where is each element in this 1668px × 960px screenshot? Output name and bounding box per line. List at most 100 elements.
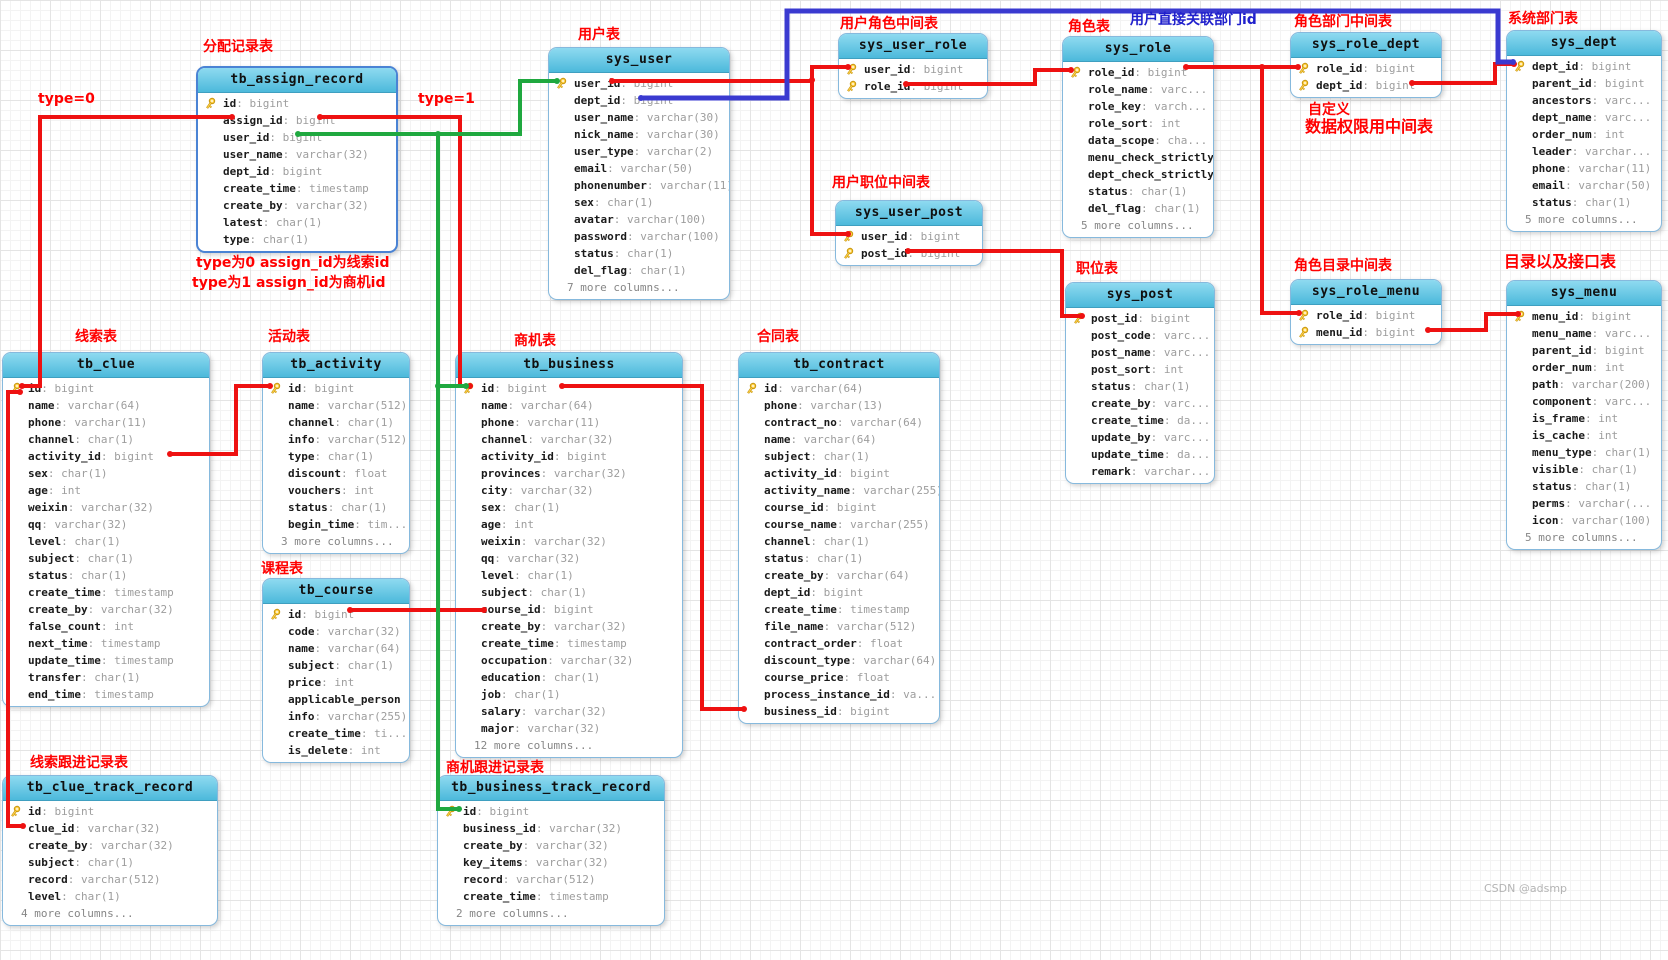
field-tb_business-activity_id: activity_id: bigint <box>456 448 682 465</box>
field-type: : char(1) <box>593 196 654 209</box>
field-name: nick_name <box>574 128 634 141</box>
field-name: channel <box>28 433 75 446</box>
field-name: menu_id <box>1316 326 1363 339</box>
field-type: : varch... <box>1140 100 1208 113</box>
key-icon <box>11 382 21 394</box>
field-name: create_time <box>481 637 554 650</box>
field-type: : char(1) <box>61 890 121 903</box>
field-type: : varchar(32) <box>514 722 601 735</box>
field-tb_course-info: info: varchar(255) <box>263 708 409 725</box>
field-tb_contract-course_name: course_name: varchar(255) <box>739 516 939 533</box>
field-type: : bigint <box>1578 310 1632 323</box>
field-tb_contract-phone: phone: varchar(13) <box>739 397 939 414</box>
field-sys_menu-visible: visible: char(1) <box>1507 461 1661 478</box>
field-type: : char(1) <box>1140 202 1201 215</box>
field-name: course_id <box>481 603 541 616</box>
field-name: contract_no <box>764 416 837 429</box>
field-name: user_type <box>574 145 634 158</box>
field-name: job <box>481 688 501 701</box>
field-sys_menu-status: status: char(1) <box>1507 478 1661 495</box>
field-type: : bigint <box>476 805 530 818</box>
field-name: post_name <box>1091 346 1151 359</box>
field-tb_business-name: name: varchar(64) <box>456 397 682 414</box>
field-name: is_delete <box>288 744 348 757</box>
field-name: dept_id <box>574 94 621 107</box>
field-type: : varchar(512) <box>314 433 408 446</box>
field-type: : char(1) <box>1127 185 1188 198</box>
field-sys_dept-phone: phone: varchar(11) <box>1507 160 1661 177</box>
field-type: : varchar(11) <box>646 179 729 192</box>
field-tb_clue-qq: qq: varchar(32) <box>3 516 209 533</box>
field-name: create_time <box>764 603 837 616</box>
field-name: false_count <box>28 620 101 633</box>
field-type: : bigint <box>836 705 890 718</box>
field-type: : bigint <box>1591 344 1645 357</box>
field-name: component <box>1532 395 1592 408</box>
table-title-tb_activity: tb_activity <box>263 353 409 378</box>
field-type: : char(1) <box>74 552 134 565</box>
field-tb_activity-begin_time: begin_time: tim... <box>263 516 409 533</box>
field-type: : varchar(64) <box>314 642 401 655</box>
field-name: menu_name <box>1532 327 1592 340</box>
field-name: transfer <box>28 671 81 684</box>
field-tb_clue_track_record-id: id: bigint <box>3 803 217 820</box>
field-name: update_time <box>1091 448 1164 461</box>
field-tb_clue_track_record-create_by: create_by: varchar(32) <box>3 837 217 854</box>
field-tb_business-sex: sex: char(1) <box>456 499 682 516</box>
label-tb-assign-record: 分配记录表 <box>203 39 273 55</box>
field-tb_contract-name: name: varchar(64) <box>739 431 939 448</box>
field-sys_role-dept_check_strictly: dept_check_strictly <box>1063 166 1213 183</box>
more-columns-note: 4 more columns... <box>21 907 134 920</box>
field-sys_user-password: password: varchar(100) <box>549 228 729 245</box>
field-tb_business_track_record-business_id: business_id: varchar(32) <box>438 820 664 837</box>
field-type: : varchar(100) <box>626 230 720 243</box>
table-fields: id: varchar(64)phone: varchar(13)contrac… <box>739 378 939 723</box>
field-tb_assign_record-user_id: user_id: bigint <box>198 129 396 146</box>
field-tb_business-city: city: varchar(32) <box>456 482 682 499</box>
field-tb_contract-process_instance_id: process_instance_id: va... <box>739 686 939 703</box>
field-name: course_name <box>764 518 837 531</box>
field-sys_user_post-user_id: user_id: bigint <box>836 228 982 245</box>
field-name: icon <box>1532 514 1559 527</box>
field-tb_business-create_time: create_time: timestamp <box>456 635 682 652</box>
field-tb_activity-channel: channel: char(1) <box>263 414 409 431</box>
field-type: : varchar(255) <box>314 710 408 723</box>
field-tb_business-education: education: char(1) <box>456 669 682 686</box>
table-title-tb_clue_track_record: tb_clue_track_record <box>3 776 217 801</box>
note-assign-business: type为1 assign_id为商机id <box>192 275 386 291</box>
field-type: : char(1) <box>613 247 674 260</box>
table-title-sys_role: sys_role <box>1063 37 1213 62</box>
field-name: status <box>1532 480 1572 493</box>
field-type: : float <box>843 671 890 684</box>
field-tb_course-subject: subject: char(1) <box>263 657 409 674</box>
field-sys_menu-order_num: order_num: int <box>1507 359 1661 376</box>
field-type: : va... <box>889 688 937 701</box>
field-name: provinces <box>481 467 541 480</box>
field-type: : char(1) <box>262 216 323 229</box>
field-tb_business-provinces: provinces: varchar(32) <box>456 465 682 482</box>
